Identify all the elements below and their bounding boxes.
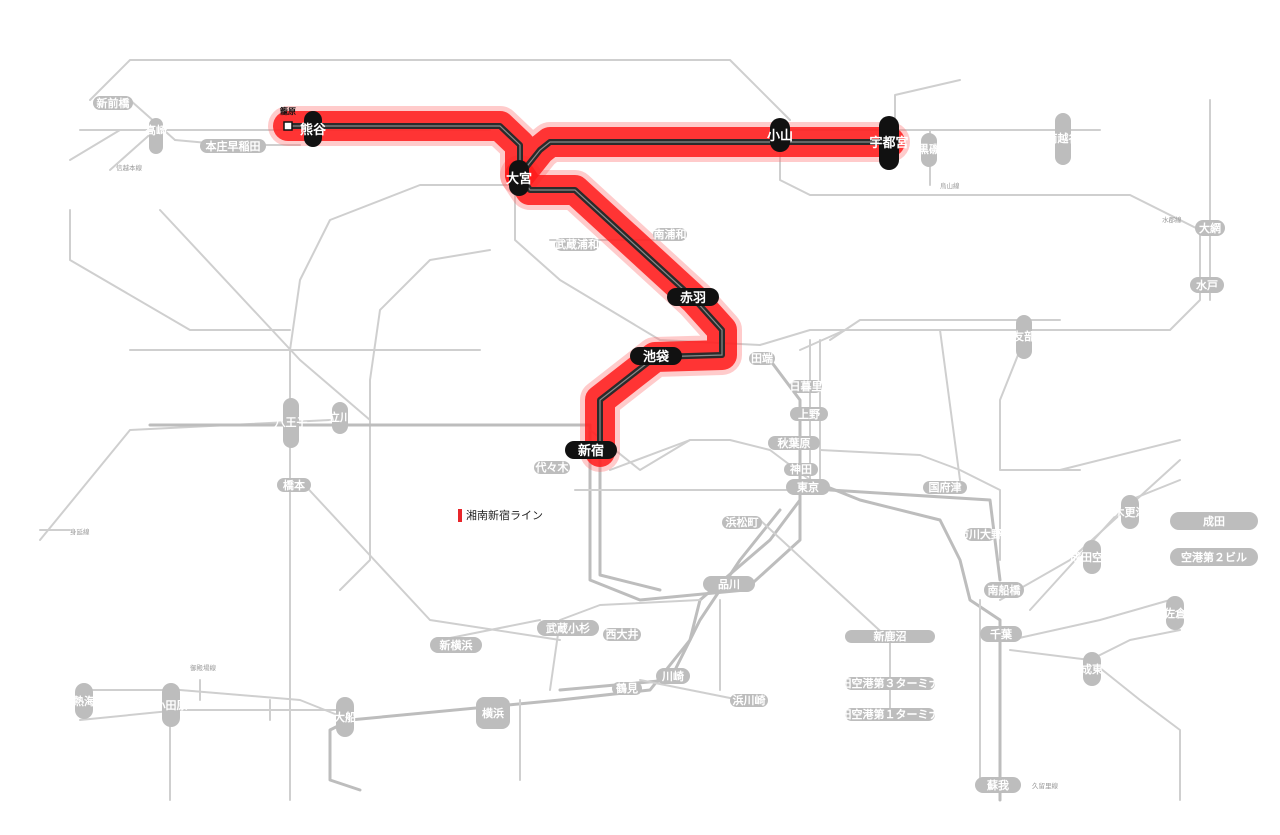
branch-note: 烏山線 (940, 181, 960, 190)
map-legend: 湘南新宿ライン (458, 507, 543, 523)
station-label: 日暮里 (790, 379, 823, 393)
legend-label: 湘南新宿ライン (466, 509, 543, 522)
station-oyama: 小山 (767, 128, 793, 144)
station-label: 新前橋 (97, 96, 131, 110)
station-ikebukuro: 池袋 (643, 349, 670, 365)
branch-note: 御殿場線 (190, 663, 217, 672)
station-label: 南船橋 (988, 583, 1022, 597)
station-label: 武蔵浦和 (555, 237, 599, 251)
station-label: 水戸 (1196, 278, 1218, 292)
station-label: 八王子 (274, 416, 308, 429)
branch-note: 身延線 (70, 527, 90, 536)
station-label: 上野 (798, 407, 820, 421)
station-label: 小田原 (154, 698, 188, 712)
branch-note: 久留里線 (1032, 781, 1059, 790)
station-label: 大船 (334, 710, 356, 724)
station-label: 南浦和 (654, 227, 687, 241)
station-label: 浜松町 (726, 515, 759, 529)
station-label: 武蔵小杉 (546, 621, 590, 635)
station-label: 羽田空港第１ターミナル (830, 707, 951, 721)
background-station-labels: 新前橋 高崎 本庄早稲田 武蔵浦和 南浦和 八王子 立川 橋本 代々木 田端 日… (73, 96, 1258, 793)
highlighted-stations: 籠原 熊谷 大宮 小山 宇都宮 赤羽 池袋 新宿 (279, 106, 909, 459)
station-label: 西大井 (606, 627, 639, 641)
background-network (39, 59, 1251, 802)
station-label: 高崎 (145, 123, 167, 137)
station-label: 木更津 (1113, 505, 1147, 519)
station-label: 羽田空港第３ターミナル (830, 676, 951, 690)
station-label: 佐倉 (1163, 606, 1187, 620)
station-label: 浜川崎 (733, 693, 766, 707)
station-label: 川崎 (661, 669, 684, 683)
station-kumagaya: 熊谷 (300, 122, 327, 138)
station-label: 大網 (1199, 221, 1221, 235)
station-label: 新横浜 (440, 638, 473, 652)
station-label: 蘇我 (986, 778, 1009, 792)
station-shinjuku: 新宿 (578, 443, 604, 459)
station-label: 東京 (797, 480, 819, 494)
station-utsunomiya: 宇都宮 (869, 135, 908, 151)
station-label: 成田 (1203, 514, 1225, 528)
station-label: 橋本 (283, 478, 305, 492)
branch-note: 信越本線 (116, 163, 143, 172)
station-label: 品川 (718, 578, 740, 591)
station-label: 成東 (1081, 662, 1104, 676)
station-kagohara: 籠原 (279, 106, 296, 116)
station-label: 鶴見 (616, 681, 638, 695)
station-label: 空港第２ビル (1181, 550, 1247, 564)
branch-note: 水郡線 (1162, 215, 1182, 224)
station-akabane: 赤羽 (680, 290, 706, 306)
station-label: 横浜 (482, 706, 504, 720)
station-label: 代々木 (535, 460, 570, 474)
legend-swatch (458, 508, 462, 522)
station-omiya: 大宮 (506, 171, 532, 187)
station-label: 国府津 (929, 480, 962, 494)
station-label: 友部 (1013, 329, 1035, 343)
branch-notes: 信越本線 烏山線 水郡線 身延線 御殿場線 久留里線 (70, 163, 1182, 790)
shonan-shinjuku-line-track (285, 123, 893, 455)
station-label: 成田空港 (1070, 550, 1115, 564)
station-label: 本庄早稲田 (206, 139, 261, 153)
station-label: 黒磯 (918, 142, 940, 156)
station-label: 熱海 (73, 694, 95, 708)
station-label: 南越谷 (1047, 131, 1081, 145)
station-label: 新鹿沼 (874, 629, 907, 643)
station-label: 市川大野 (958, 527, 1002, 541)
station-label: 立川 (329, 410, 351, 424)
station-label: 千葉 (990, 627, 1013, 641)
station-label: 秋葉原 (778, 436, 811, 450)
station-label: 神田 (790, 462, 812, 476)
station-label: 田端 (751, 351, 773, 365)
